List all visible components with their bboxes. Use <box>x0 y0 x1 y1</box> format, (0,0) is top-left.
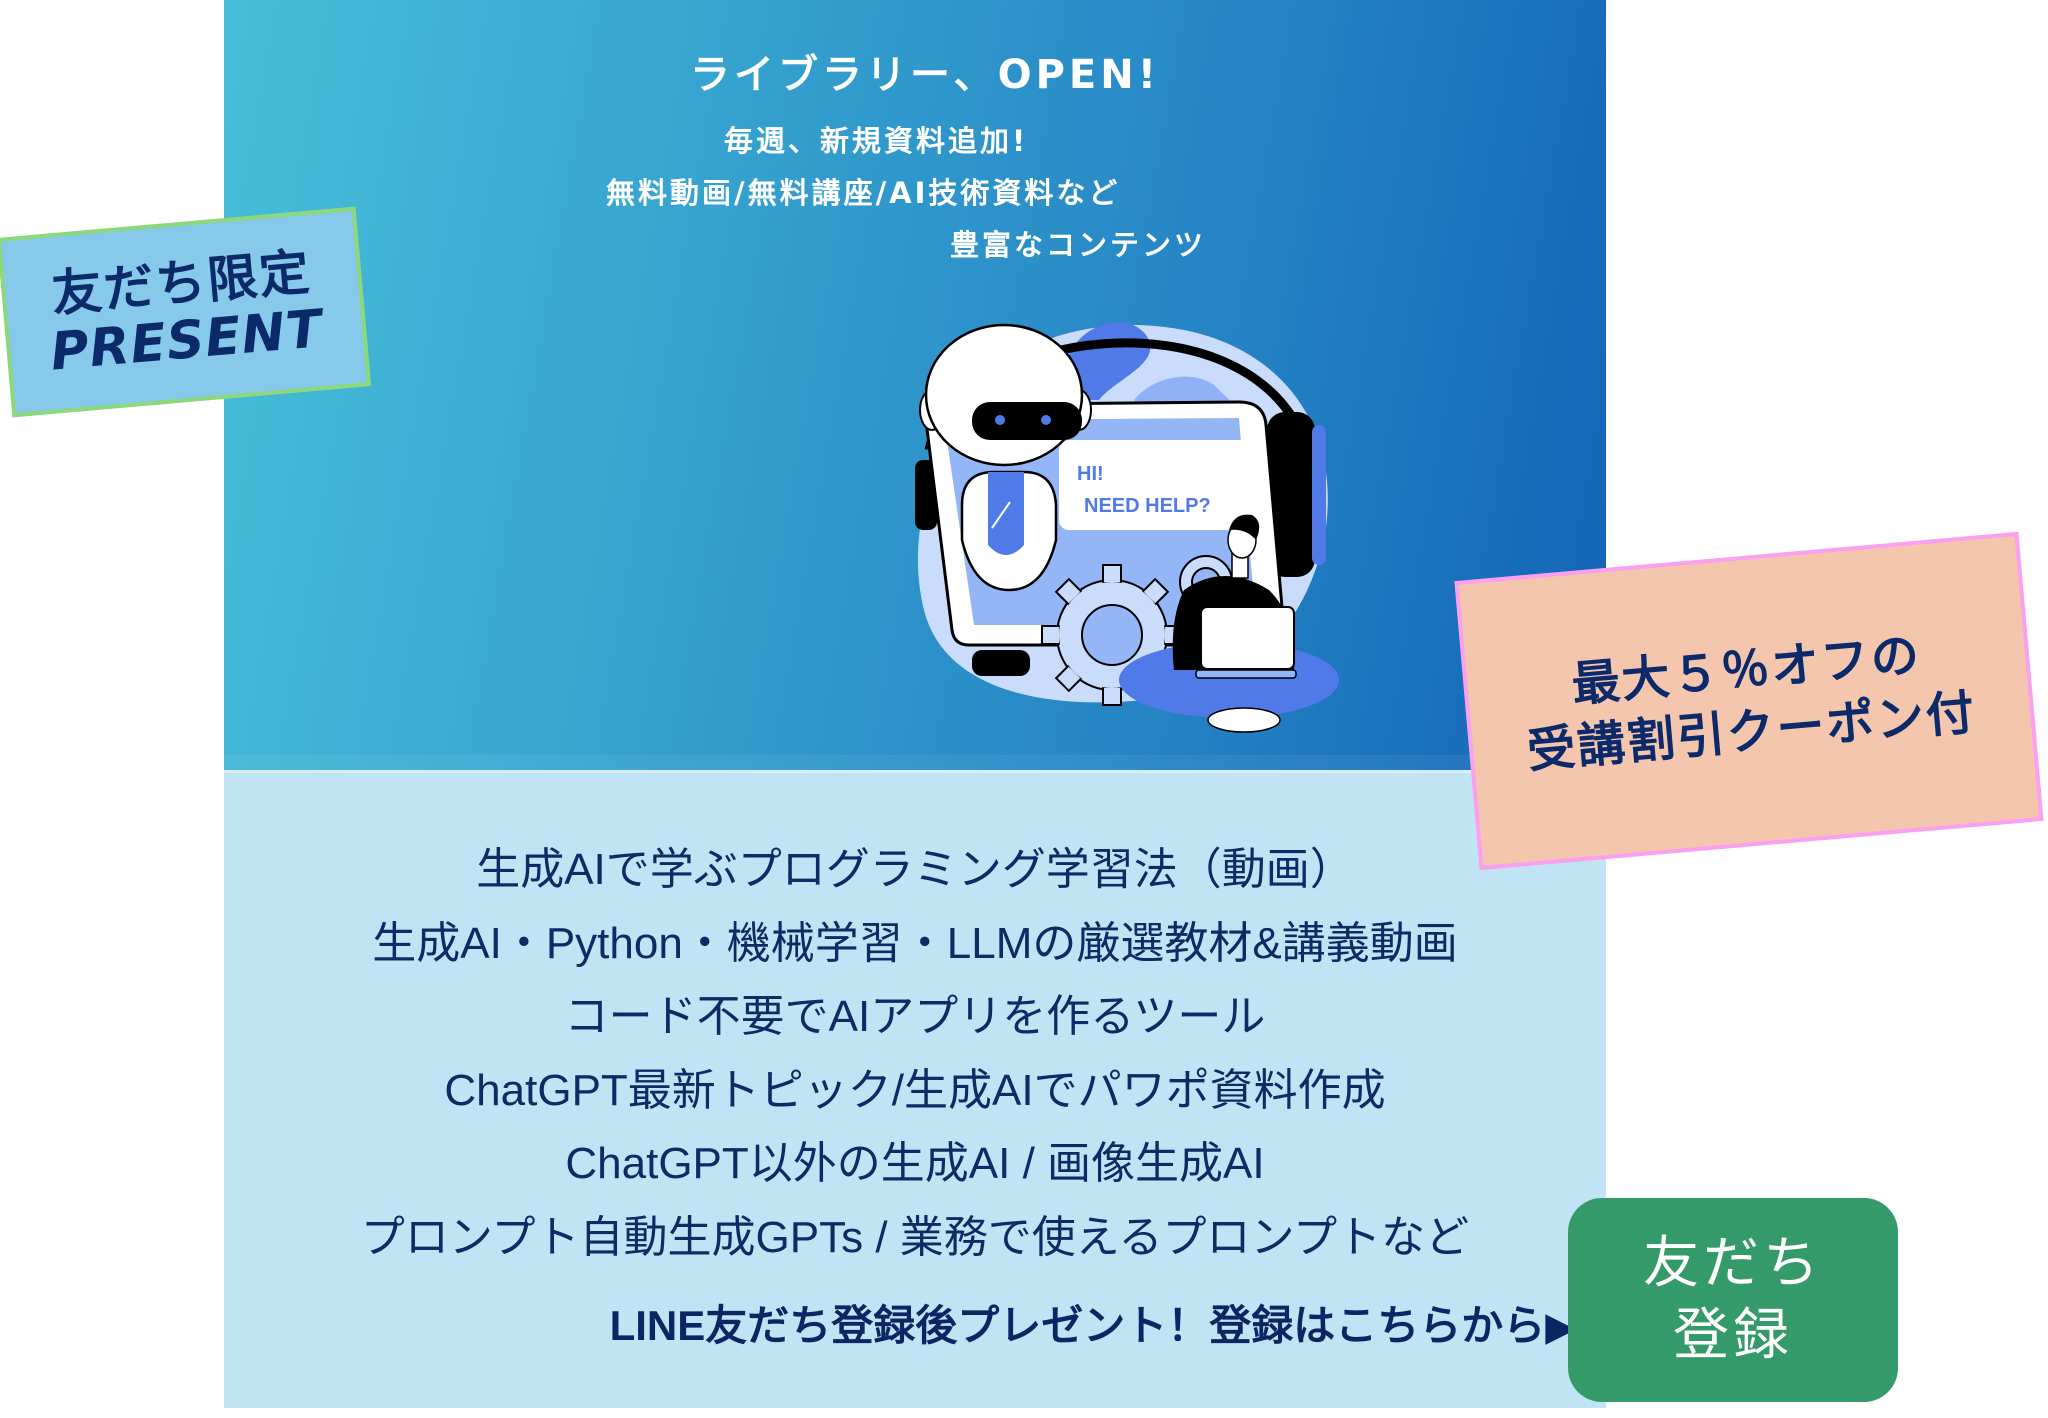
feature-item: ChatGPT以外の生成AI / 画像生成AI <box>565 1139 1265 1188</box>
robot-eye-right <box>1041 415 1051 425</box>
present-sticker: 友だち限定 PRESENT <box>0 206 372 418</box>
robot-tie <box>988 472 1024 555</box>
laptop-base <box>1195 669 1297 679</box>
monitor-stand <box>972 650 1030 676</box>
headset-ear-right <box>1267 412 1315 577</box>
promo-panel: ライブラリー、OPEN! 毎週、新規資料追加! 無料動画/無料講座/AI技術資料… <box>224 0 1606 1408</box>
headset-ear-accent <box>1312 425 1326 565</box>
robot-tie-shine <box>991 501 1011 529</box>
hero-line-contents: 豊富なコンテンツ <box>950 228 1207 262</box>
features-section <box>224 773 1606 1408</box>
hero-title: ライブラリー、OPEN! <box>690 52 1160 98</box>
feature-item: コード不要でAIアプリを作るツール <box>564 992 1266 1041</box>
feature-item: ChatGPT最新トピック/生成AIでパワポ資料作成 <box>444 1065 1386 1115</box>
speech-text-help: NEED HELP? <box>1084 495 1211 517</box>
line-register-link[interactable]: LINE友だち登録後プレゼント！登録はこちらから▶ <box>396 1292 1576 1353</box>
headset-ear-left <box>915 460 937 530</box>
register-button-line1: 友だち <box>1643 1231 1823 1296</box>
hero-line-materials: 無料動画/無料講座/AI技術資料など <box>606 176 1121 210</box>
hero-bottom-band <box>224 755 1606 770</box>
speech-text-hi: HI! <box>1077 463 1104 485</box>
hero-line-weekly: 毎週、新規資料追加! <box>724 124 1029 158</box>
friend-register-button[interactable]: 友だち 登録 <box>1568 1198 1898 1402</box>
laptop <box>1200 606 1295 670</box>
cta-text: LINE友だち登録後プレゼント！登録はこちらから <box>609 1302 1546 1349</box>
feature-item: プロンプト自動生成GPTs / 業務で使えるプロンプトなど <box>360 1212 1470 1262</box>
person-hair <box>1229 514 1260 540</box>
coupon-sticker: 最大５％オフの 受講割引クーポン付 <box>1454 531 2044 871</box>
robot-visor <box>972 402 1082 440</box>
hero-banner <box>224 0 1606 770</box>
robot-head <box>924 323 1084 467</box>
speech-bubble <box>1059 440 1254 530</box>
register-button-line2: 登録 <box>1673 1303 1793 1368</box>
feature-list: 生成AIで学ぶプログラミング学習法（動画） 生成AI・Python・機械学習・L… <box>224 840 1606 1281</box>
feature-item: 生成AI・Python・機械学習・LLMの厳選教材&講義動画 <box>372 918 1458 968</box>
section-divider <box>224 770 1606 773</box>
person-feet <box>1207 707 1281 733</box>
feature-item: 生成AIで学ぶプログラミング学習法（動画） <box>476 845 1354 894</box>
robot-eye-left <box>995 415 1005 425</box>
chatbot-illustration: HI! NEED HELP? <box>915 322 1339 733</box>
